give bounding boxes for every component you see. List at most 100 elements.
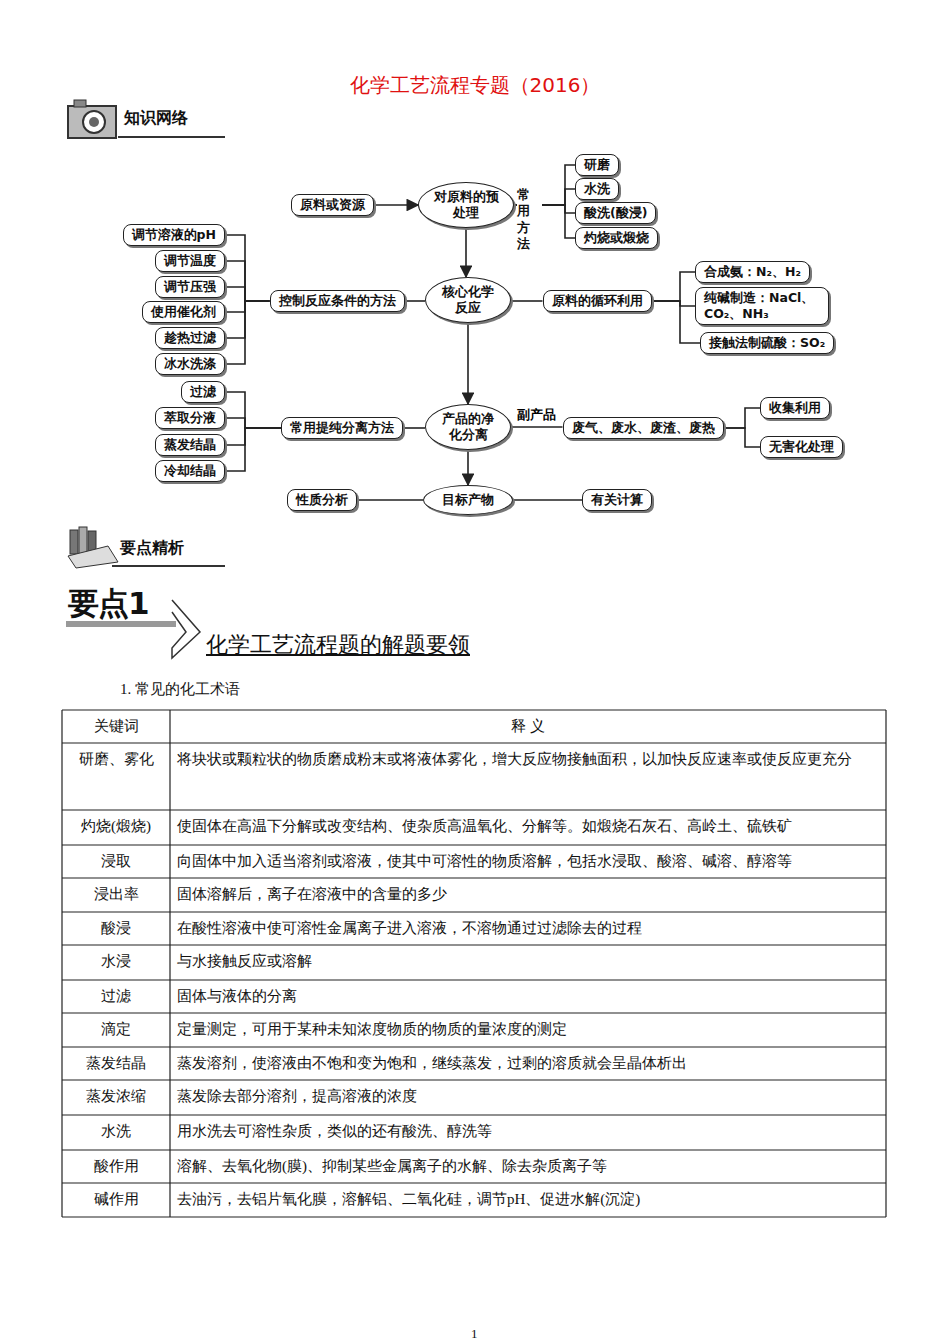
- keypoint-heading: 化学工艺流程题的解题要领: [206, 630, 470, 660]
- table-cell: 向固体中加入适当溶剂或溶液，使其中可溶性的物质溶解，包括水浸取、酸溶、碱溶、醇溶…: [170, 845, 886, 878]
- node-text: 合成氨：N₂、H₂: [704, 264, 801, 279]
- node-text: 酸洗(酸浸): [584, 205, 647, 220]
- table-rule: [62, 1046, 886, 1047]
- book-icon: [68, 527, 225, 568]
- process-box: 冷却结晶: [155, 460, 225, 482]
- connector: [225, 235, 270, 301]
- table-rule: [885, 710, 886, 1217]
- camera-icon: [68, 100, 225, 138]
- table-cell: 去油污，去铝片氧化膜，溶解铝、二氧化硅，调节pH、促进水解(沉淀): [170, 1183, 886, 1217]
- node-text: 废气、废水、废渣、废热: [572, 420, 715, 435]
- connector: [225, 287, 270, 301]
- node-text: 趁热过滤: [164, 330, 216, 345]
- connector: [511, 426, 563, 428]
- process-box: 水洗: [575, 178, 619, 200]
- connector: [225, 301, 270, 364]
- table-cell: 蒸发浓缩: [62, 1080, 170, 1115]
- connector: [405, 300, 426, 302]
- process-box: 合成氨：N₂、H₂: [695, 261, 810, 283]
- table-rule: [62, 1149, 886, 1150]
- table-cell: 水浸: [62, 945, 170, 980]
- table-rule: [62, 944, 886, 945]
- page-title: 化学工艺流程专题（2016）: [0, 72, 950, 99]
- table-cell: 溶解、去氧化物(膜)、抑制某些金属离子的水解、除去杂质离子等: [170, 1150, 886, 1183]
- table-header-cell: 关键词: [62, 710, 170, 743]
- book-spine: [79, 527, 87, 554]
- camera-top: [74, 100, 86, 107]
- process-box: 常用提纯分离方法: [281, 417, 403, 439]
- edge-label: 副产品: [516, 407, 557, 424]
- connector: [513, 499, 582, 501]
- table-cell: 定量测定，可用于某种未知浓度物质的物质的量浓度的测定: [170, 1013, 886, 1047]
- node-text: 研磨: [584, 157, 610, 172]
- table-rule: [62, 709, 886, 710]
- connector: [225, 301, 270, 312]
- subsection-heading: 1. 常见的化工术语: [120, 680, 240, 699]
- node-text: 灼烧或煅烧: [584, 230, 649, 245]
- connector: [403, 427, 425, 429]
- connector: [511, 300, 543, 302]
- process-box: 接触法制硫酸：SO₂: [700, 332, 834, 354]
- node-text: 萃取分液: [164, 410, 216, 425]
- node-text: 冷却结晶: [164, 463, 216, 478]
- process-box: 原料的循环利用: [543, 290, 652, 312]
- table-rule: [62, 1079, 886, 1080]
- process-box: 废气、废水、废渣、废热: [563, 417, 724, 439]
- table-cell: 酸作用: [62, 1150, 170, 1183]
- book-spine: [70, 530, 78, 554]
- table-grid: [62, 710, 886, 1217]
- process-box: 性质分析: [287, 489, 357, 511]
- table-rule: [62, 911, 886, 912]
- connector: [225, 392, 281, 428]
- node-text: 核心化学反应: [440, 284, 496, 317]
- table-rule: [169, 710, 170, 1217]
- process-box: 萃取分液: [155, 407, 225, 429]
- node-text: 接触法制硫酸：SO₂: [709, 335, 825, 350]
- connector: [225, 301, 270, 338]
- section-header: 知识网络: [124, 108, 188, 129]
- table-cell: 使固体在高温下分解或改变结构、使杂质高温氧化、分解等。如煅烧石灰石、高岭土、硫铁…: [170, 810, 886, 845]
- process-box: 原料或资源: [291, 194, 374, 216]
- table-cell: 过滤: [62, 980, 170, 1013]
- connector: [374, 204, 419, 206]
- table-rule: [62, 1216, 886, 1217]
- process-box: 过滤: [181, 381, 225, 403]
- table-rule: [62, 979, 886, 980]
- banner-arrow: [172, 600, 200, 658]
- process-ellipse: 目标产物: [423, 485, 513, 515]
- node-text: 性质分析: [296, 492, 348, 507]
- connector: [724, 408, 761, 428]
- node-text: 对原料的预处理: [433, 189, 499, 222]
- process-box: 酸洗(酸浸): [575, 202, 656, 224]
- connector: [225, 418, 281, 428]
- table-cell: 酸浸: [62, 912, 170, 945]
- node-text: 原料或资源: [300, 197, 365, 212]
- table-cell: 在酸性溶液中使可溶性金属离子进入溶液，不溶物通过过滤除去的过程: [170, 912, 886, 945]
- node-text: 目标产物: [442, 492, 494, 508]
- camera-lens-core: [89, 117, 99, 127]
- table-cell: 浸取: [62, 845, 170, 878]
- process-box: 收集利用: [760, 397, 830, 419]
- table-rule: [62, 809, 886, 810]
- node-text: 原料的循环利用: [552, 293, 643, 308]
- process-ellipse: 对原料的预处理: [418, 182, 514, 228]
- table-rule: [61, 710, 62, 1217]
- header-rule: [112, 565, 225, 567]
- camera-lens: [83, 111, 105, 133]
- node-text: 常用提纯分离方法: [290, 420, 394, 435]
- node-text: 控制反应条件的方法: [279, 293, 396, 308]
- table-rule: [62, 742, 886, 743]
- process-ellipse: 产品的净化分离: [425, 404, 511, 450]
- table-rule: [62, 1012, 886, 1013]
- process-box: 冰水洗涤: [155, 353, 225, 375]
- process-box: 蒸发结晶: [155, 434, 225, 456]
- edge-note: 常用方法: [517, 187, 542, 252]
- table-cell: 用水洗去可溶性杂质，类似的还有酸洗、醇洗等: [170, 1115, 886, 1150]
- process-box: 使用催化剂: [142, 301, 225, 323]
- table-cell: 固体与液体的分离: [170, 980, 886, 1013]
- table-rule: [62, 877, 886, 878]
- node-text: 蒸发结晶: [164, 437, 216, 452]
- node-text: 冰水洗涤: [164, 356, 216, 371]
- table-cell: 将块状或颗粒状的物质磨成粉末或将液体雾化，增大反应物接触面积，以加快反应速率或使…: [170, 743, 886, 810]
